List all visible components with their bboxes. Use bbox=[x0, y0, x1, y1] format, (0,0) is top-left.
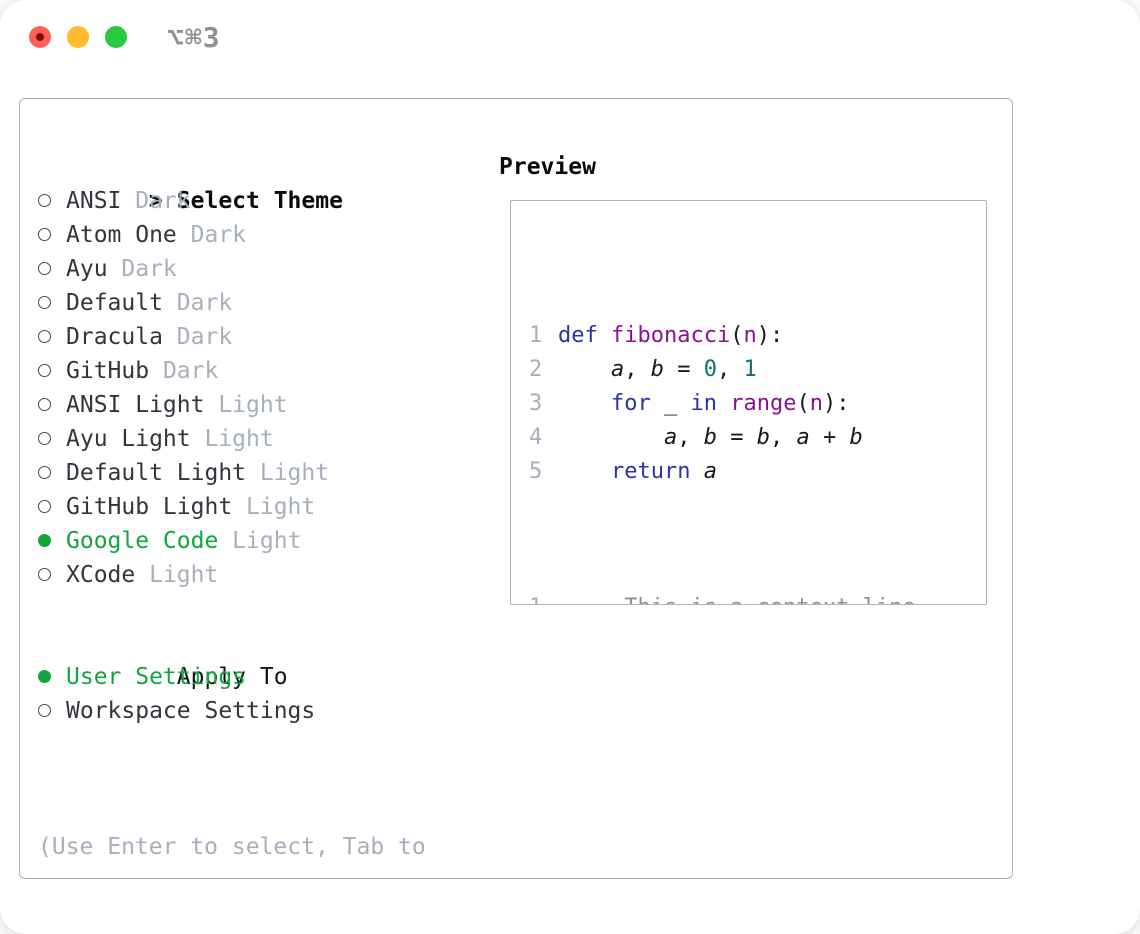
theme-option-default-light[interactable]: Default Light Light bbox=[38, 456, 343, 490]
help-text: (Use Enter to select, Tab to change focu… bbox=[38, 762, 426, 934]
theme-option-xcode[interactable]: XCode Light bbox=[38, 558, 343, 592]
theme-variant: Light bbox=[246, 460, 330, 486]
theme-variant: Light bbox=[190, 426, 274, 452]
help-text-line-1: (Use Enter to select, Tab to bbox=[38, 834, 426, 860]
radio-icon bbox=[38, 456, 66, 490]
theme-variant: Dark bbox=[176, 222, 247, 248]
code-line: 3 for _ in range(n): bbox=[529, 387, 986, 421]
theme-name: Google Code bbox=[66, 528, 219, 554]
radio-icon bbox=[38, 422, 66, 456]
line-number: 4 bbox=[529, 425, 543, 450]
diff-preview: 1 This is a context line.2 - This line w… bbox=[529, 591, 986, 604]
apply-option-user-settings[interactable]: User Settings bbox=[38, 660, 315, 694]
close-button[interactable] bbox=[29, 26, 51, 48]
theme-option-ansi[interactable]: ANSI Dark bbox=[38, 184, 343, 218]
theme-name: Default bbox=[66, 290, 163, 316]
apply-to-header-row: Apply To bbox=[38, 626, 315, 690]
line-number: 2 bbox=[529, 357, 543, 382]
theme-option-ansi-light[interactable]: ANSI Light Light bbox=[38, 388, 343, 422]
apply-to-title: Apply To bbox=[176, 664, 288, 690]
theme-name: Default Light bbox=[66, 460, 247, 486]
theme-variant: Dark bbox=[121, 188, 191, 214]
apply-option-workspace-settings[interactable]: Workspace Settings bbox=[38, 694, 315, 728]
theme-option-google-code[interactable]: Google Code Light bbox=[38, 524, 343, 558]
theme-variant: Dark bbox=[149, 358, 219, 384]
theme-name: Ayu Light bbox=[66, 426, 191, 452]
selection-cursor: > bbox=[148, 188, 163, 214]
theme-option-github[interactable]: GitHub Dark bbox=[38, 354, 343, 388]
line-number: 5 bbox=[529, 459, 543, 484]
theme-option-atom-one[interactable]: Atom One Dark bbox=[38, 218, 343, 252]
theme-variant: Dark bbox=[107, 256, 177, 282]
theme-name: GitHub bbox=[66, 358, 150, 384]
theme-name: Ayu bbox=[66, 256, 108, 282]
theme-name: Atom One bbox=[66, 222, 177, 248]
theme-option-default[interactable]: Default Dark bbox=[38, 286, 343, 320]
theme-variant: Light bbox=[218, 528, 302, 554]
line-number: 1 bbox=[529, 591, 558, 604]
radio-icon bbox=[38, 490, 66, 524]
theme-name: XCode bbox=[66, 562, 136, 588]
theme-variant: Light bbox=[232, 494, 316, 520]
radio-icon bbox=[38, 388, 66, 422]
radio-icon bbox=[38, 286, 66, 320]
radio-icon bbox=[38, 694, 66, 728]
theme-option-github-light[interactable]: GitHub Light Light bbox=[38, 490, 343, 524]
preview-title: Preview bbox=[499, 154, 596, 180]
theme-variant: Light bbox=[204, 392, 288, 418]
radio-icon bbox=[38, 558, 66, 592]
radio-icon bbox=[38, 218, 66, 252]
theme-variant: Dark bbox=[162, 324, 233, 350]
close-dot-icon bbox=[36, 33, 44, 41]
apply-option-label: Workspace Settings bbox=[66, 698, 316, 724]
minimize-button[interactable] bbox=[67, 26, 89, 48]
theme-option-dracula[interactable]: Dracula Dark bbox=[38, 320, 343, 354]
radio-selected-icon bbox=[38, 524, 66, 558]
radio-icon bbox=[38, 320, 66, 354]
zoom-button[interactable] bbox=[105, 26, 127, 48]
code-line: 2 a, b = 0, 1 bbox=[529, 353, 986, 387]
theme-name: Dracula bbox=[66, 324, 163, 350]
theme-variant: Light bbox=[135, 562, 219, 588]
line-number: 1 bbox=[529, 323, 543, 348]
select-theme-header-row: > Select Theme bbox=[38, 150, 343, 214]
radio-icon bbox=[38, 252, 66, 286]
apply-option-label: User Settings bbox=[66, 664, 247, 690]
window-title: ⌥⌘3 bbox=[167, 21, 221, 54]
theme-name: ANSI bbox=[66, 188, 122, 214]
radio-icon bbox=[38, 184, 66, 218]
theme-option-ayu-light[interactable]: Ayu Light Light bbox=[38, 422, 343, 456]
theme-option-ayu[interactable]: Ayu Dark bbox=[38, 252, 343, 286]
theme-name: ANSI Light bbox=[66, 392, 205, 418]
diff-line-context: 1 This is a context line. bbox=[529, 591, 986, 604]
code-line: 4 a, b = b, a + b bbox=[529, 421, 986, 455]
theme-variant: Dark bbox=[162, 290, 233, 316]
theme-name: GitHub Light bbox=[66, 494, 233, 520]
code-line: 5 return a bbox=[529, 455, 986, 489]
radio-icon bbox=[38, 354, 66, 388]
select-theme-title: Select Theme bbox=[176, 188, 343, 214]
radio-selected-icon bbox=[38, 660, 66, 694]
line-number: 3 bbox=[529, 391, 543, 416]
